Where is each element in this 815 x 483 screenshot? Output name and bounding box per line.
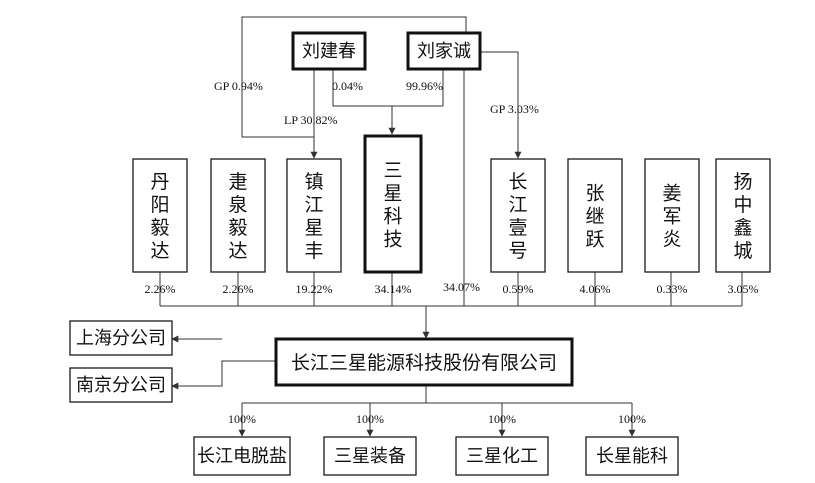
subsidiary-name: 三星装备 — [334, 446, 406, 467]
branch-office-name: 上海分公司 — [76, 328, 166, 349]
branch-office-box: 南京分公司 — [69, 367, 173, 403]
subsidiary-box: 长星能科 — [585, 436, 679, 476]
shareholder-pct: 2.26% — [145, 282, 176, 296]
shareholder-box: 张继跃 — [567, 158, 623, 273]
subsidiary-name: 长江电脱盐 — [197, 446, 287, 467]
subsidiary-box: 三星化工 — [455, 436, 549, 476]
shareholder-row: 丹阳毅达 2.26% 疌泉毅达 2.26% 镇江星丰 19.22% 三星科技 34.14% 长江… — [132, 134, 771, 296]
shareholder-pct: 19.22% — [296, 282, 333, 296]
shareholder-pct: 4.06% — [580, 282, 611, 296]
shareholder-pct: 0.33% — [657, 282, 688, 296]
shareholder-name: 三星科技 — [383, 160, 402, 251]
edge-label-liu-jiacheng: 99.96% — [406, 79, 443, 93]
shareholder-name: 姜军炎 — [662, 183, 681, 251]
shareholder-name: 镇江星丰 — [304, 171, 323, 262]
shareholder-name: 扬中鑫城 — [733, 171, 752, 262]
edge-label-gp-top: GP 0.94% — [214, 79, 263, 93]
gp-changjiang-line — [474, 51, 522, 159]
shareholder-box: 长江壹号 — [490, 158, 546, 273]
edge-label-liu-jianchun: 0.04% — [332, 79, 363, 93]
shareholder-box: 扬中鑫城 — [715, 158, 771, 273]
shareholder-pct: 3.05% — [728, 282, 759, 296]
shareholder-name: 张继跃 — [585, 183, 604, 251]
subsidiary-name: 三星化工 — [466, 446, 538, 467]
shareholder-name: 丹阳毅达 — [150, 171, 169, 262]
subsidiary-name: 长星能科 — [596, 446, 668, 467]
shareholder-box: 三星科技 — [363, 134, 423, 274]
person-box-liu-jiacheng: 刘家诚 — [406, 31, 482, 71]
shareholder-name: 疌泉毅达 — [228, 171, 247, 262]
shareholder-box: 姜军炎 — [644, 158, 700, 273]
shareholder-box: 疌泉毅达 — [210, 158, 266, 273]
subsidiary-box: 三星装备 — [323, 436, 417, 476]
shareholder-box: 丹阳毅达 — [132, 158, 188, 273]
company-box: 长江三星能源科技股份有限公司 — [274, 337, 574, 387]
subsidiary-pct: 100% — [488, 412, 516, 426]
person-name: 刘建春 — [302, 41, 356, 62]
subsidiary-pct: 100% — [228, 412, 256, 426]
person-name: 刘家诚 — [417, 41, 471, 62]
branch-office-box: 上海分公司 — [69, 320, 173, 356]
to-sanxing-line-left — [332, 68, 443, 107]
shareholder-pct: 0.59% — [503, 282, 534, 296]
person-box-liu-jianchun: 刘建春 — [291, 31, 367, 71]
branch-office-name: 南京分公司 — [76, 375, 166, 396]
subsidiary-row: 100% 长江电脱盐 100% 三星装备 100% 三星化工 100% 长星能科 — [193, 412, 679, 476]
subsidiary-pct: 100% — [356, 412, 384, 426]
shareholder-pct: 2.26% — [223, 282, 254, 296]
edge-label-direct: 34.07% — [443, 280, 480, 294]
edge-label-gp-changjiang: GP 3.03% — [490, 102, 539, 116]
gp-loop-line — [241, 16, 467, 138]
edge-label-lp: LP 30.82% — [284, 113, 338, 127]
shareholder-name: 长江壹号 — [508, 171, 527, 262]
shareholder-box: 镇江星丰 — [286, 158, 342, 273]
shareholder-pct: 34.14% — [375, 282, 412, 296]
company-name: 长江三星能源科技股份有限公司 — [291, 352, 557, 374]
subsidiary-box: 长江电脱盐 — [193, 436, 291, 476]
branch-stem — [171, 360, 276, 390]
subsidiary-pct: 100% — [618, 412, 646, 426]
connector-lines — [159, 16, 743, 437]
